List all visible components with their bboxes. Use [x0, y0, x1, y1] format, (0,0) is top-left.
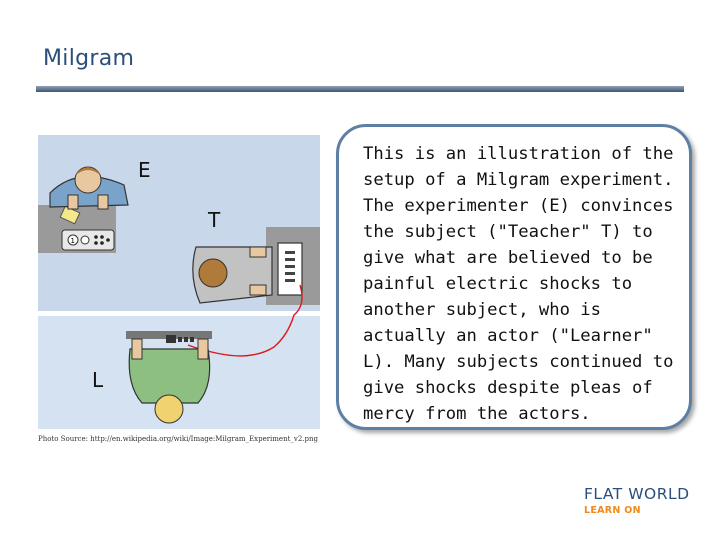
description-callout: This is an illustration of the setup of … — [336, 124, 692, 430]
wall-divider — [38, 311, 320, 316]
slide-title: Milgram — [43, 46, 135, 71]
paper-note — [59, 205, 81, 225]
label-t: T — [207, 208, 221, 232]
description-text: This is an illustration of the setup of … — [363, 144, 674, 424]
learner-figure — [128, 335, 211, 424]
teacher-figure — [192, 246, 273, 304]
label-l: L — [92, 368, 104, 392]
logo-line-1: FLAT WORLD — [584, 485, 690, 503]
label-e: E — [138, 158, 151, 182]
flat-world-logo: FLAT WORLD LEARN ON — [584, 485, 690, 516]
shock-generator — [277, 242, 303, 296]
logo-line-2: LEARN ON — [584, 505, 641, 516]
experimenter-figure — [49, 166, 129, 210]
title-divider — [36, 86, 684, 92]
device-number: 1 — [71, 237, 75, 245]
photo-source-caption: Photo Source: http://en.wikipedia.org/wi… — [38, 435, 318, 443]
milgram-illustration: 1 E T L — [38, 135, 320, 429]
